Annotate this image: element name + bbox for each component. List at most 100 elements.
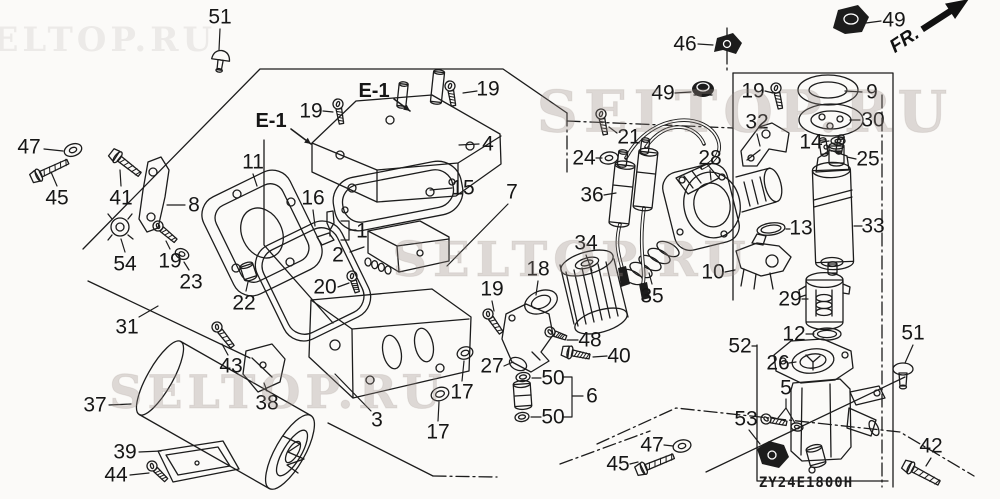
part-washer-24 (599, 151, 619, 165)
group-boundary-line (82, 68, 568, 250)
part-gasket-15 (332, 160, 464, 232)
part-screw-19-c (444, 80, 457, 107)
part-number-label: 28 (698, 147, 721, 170)
part-float-valve-1 (316, 210, 335, 246)
part-screw-20 (346, 270, 360, 294)
part-callout-17: 17 (450, 360, 474, 404)
part-grommet-49-mid (692, 81, 714, 97)
part-strainer-cup-29 (798, 271, 851, 331)
part-number-label: 17 (426, 421, 449, 444)
callout-bracket-line (777, 407, 787, 419)
group-boundary-line (756, 344, 889, 482)
part-number-label: 32 (745, 111, 768, 134)
part-oring-50-a (515, 371, 531, 383)
part-number-label: 21 (617, 126, 640, 149)
part-washer-47 (63, 142, 83, 158)
part-number-label: 51 (208, 6, 231, 29)
part-washer-23 (174, 247, 190, 261)
part-number-label: 16 (301, 187, 324, 210)
part-number-label: E-1 (255, 110, 286, 132)
part-callout-4: 4 (458, 133, 494, 156)
part-number-label: 19 (299, 100, 322, 123)
part-callout-45: 45 (606, 453, 639, 476)
part-callout-30: 30 (849, 109, 885, 132)
part-number-label: 40 (607, 345, 630, 368)
part-callout-19: 19 (741, 80, 774, 103)
part-number-label: 44 (104, 464, 128, 487)
part-callout-15: 15 (429, 177, 475, 200)
part-number-label: 2 (332, 244, 344, 267)
part-callout-20: 20 (313, 276, 350, 299)
part-callout-2: 2 (332, 244, 365, 267)
part-number-label: 47 (640, 434, 663, 457)
part-number-label: 12 (782, 323, 805, 346)
part-callout-43: 43 (219, 343, 243, 378)
part-oring-12 (812, 327, 842, 341)
part-clamp-46 (714, 33, 742, 54)
part-number-label: 53 (734, 408, 757, 431)
part-number-label: 45 (45, 187, 68, 210)
part-callout-40: 40 (592, 345, 631, 368)
part-callout-54: 54 (113, 238, 137, 276)
part-number-label: 19 (741, 80, 764, 103)
part-callout-10: 10 (701, 261, 736, 284)
part-number-label: 19 (476, 78, 499, 101)
callout-bracket-line (562, 376, 573, 418)
part-callout-42: 42 (919, 435, 943, 467)
part-screw-19-a (152, 220, 178, 244)
part-number-label: 30 (861, 109, 884, 132)
part-pin-22 (239, 261, 258, 282)
part-number-label: 20 (313, 276, 336, 299)
group-boundary-line (327, 422, 434, 477)
part-number-label: 38 (255, 392, 278, 415)
part-callout-36: 36 (580, 184, 617, 207)
group-boundary-line (705, 376, 906, 473)
part-callout-35: 35 (640, 272, 664, 308)
part-number-label: 27 (480, 355, 503, 378)
part-number-label: 51 (901, 322, 924, 345)
part-filter-element-34 (559, 249, 629, 335)
part-oring-17-a (456, 346, 474, 360)
part-elbow-18-27 (501, 289, 558, 373)
part-number-label: 48 (578, 329, 601, 352)
part-number-label: 39 (113, 441, 136, 464)
part-filter-body-52 (790, 378, 886, 474)
part-plate-39 (157, 440, 240, 483)
part-callout-E-1: E-1 (358, 80, 411, 112)
part-callout-8: 8 (166, 194, 200, 217)
part-bolt-40 (560, 345, 591, 360)
part-callout-26: 26 (766, 352, 797, 375)
part-silencer-37 (135, 340, 316, 490)
part-carburetor-body-4 (311, 69, 502, 203)
part-callout-13: 13 (785, 217, 813, 240)
part-callout-51: 51 (901, 322, 925, 364)
part-float-chamber-3 (308, 288, 472, 399)
part-callout-48: 48 (566, 329, 602, 352)
part-number-label: 9 (866, 81, 878, 104)
part-number-label: 26 (766, 352, 789, 375)
group-boundary-line (559, 430, 651, 465)
part-callout-11: 11 (242, 151, 264, 187)
part-bolt-43 (211, 321, 235, 349)
part-callout-29: 29 (778, 288, 809, 311)
part-callout-37: 37 (83, 394, 132, 417)
part-callout-53: 53 (734, 408, 761, 445)
part-callout-28: 28 (698, 147, 722, 181)
part-number-label: 3 (371, 409, 383, 432)
group-boundary-line (432, 475, 498, 478)
part-callout-49: 49 (651, 82, 692, 105)
part-number-label: 35 (640, 285, 663, 308)
part-number-label: 1 (356, 220, 368, 243)
part-oring-50-b (514, 411, 530, 423)
part-knob-54 (107, 213, 134, 241)
part-number-label: 17 (450, 381, 473, 404)
part-callout-41: 41 (109, 169, 133, 210)
part-number-label: 11 (242, 151, 264, 174)
part-number-label: 5 (780, 377, 792, 400)
part-valve-6 (512, 379, 533, 411)
part-callout-46: 46 (673, 33, 714, 56)
part-screw-51-top (211, 49, 231, 73)
